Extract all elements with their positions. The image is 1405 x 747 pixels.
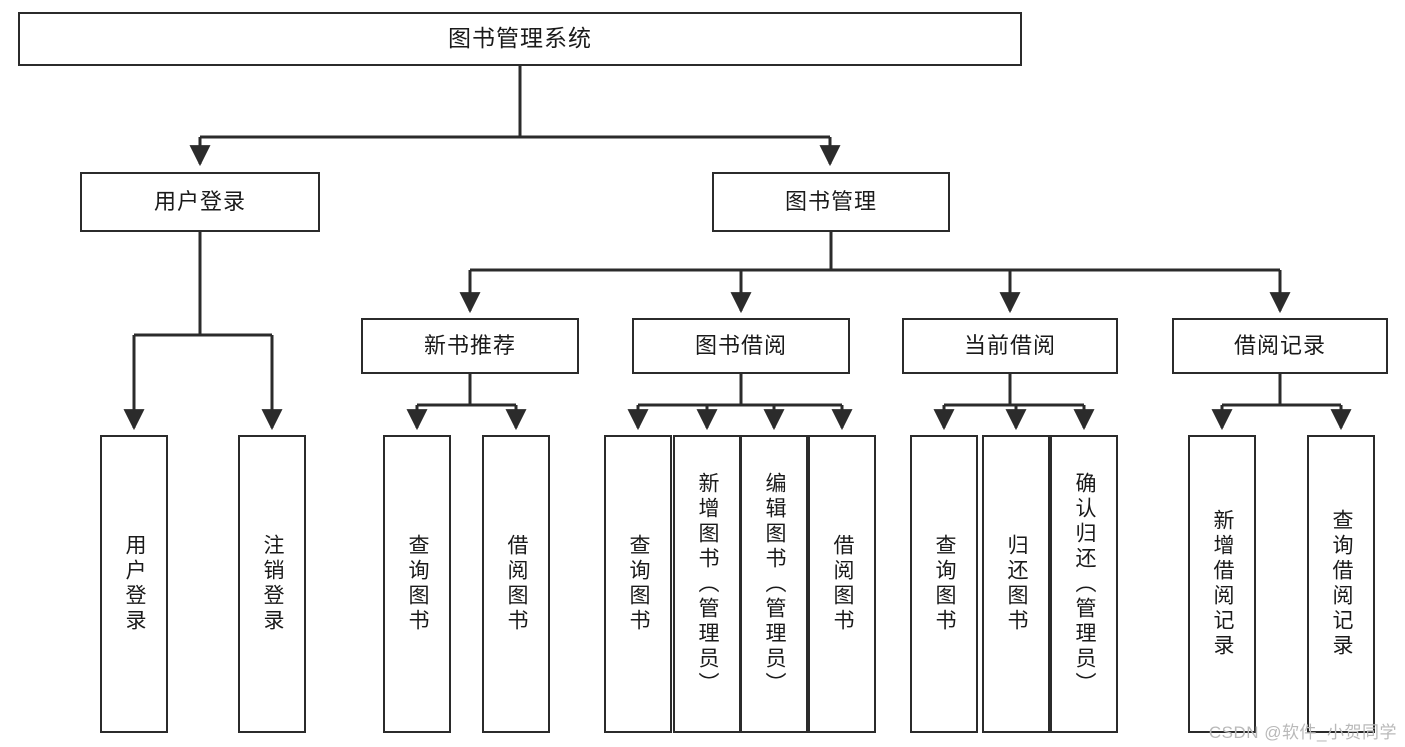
leaf-node-label: 借阅图书 <box>831 534 855 634</box>
leaf-node[interactable]: 查询图书 <box>910 435 978 733</box>
leaf-node[interactable]: 注销登录 <box>238 435 306 733</box>
node-book-borrow[interactable]: 图书借阅 <box>632 318 850 374</box>
node-current-borrow[interactable]: 当前借阅 <box>902 318 1118 374</box>
node-root[interactable]: 图书管理系统 <box>18 12 1022 66</box>
node-book-borrow-label: 图书借阅 <box>694 332 787 358</box>
leaf-node-label: 用户登录 <box>123 534 147 634</box>
leaf-node-label: 新增借阅记录 <box>1211 509 1235 659</box>
csdn-watermark: CSDN @软件_小贺同学 <box>1208 723 1397 742</box>
node-user-login-label: 用户登录 <box>153 188 246 214</box>
leaf-node[interactable]: 归还图书 <box>982 435 1050 733</box>
leaf-node-label: 查询图书 <box>933 534 957 634</box>
leaf-node-label: 新增图书（管理员） <box>696 471 720 697</box>
leaf-node[interactable]: 新增借阅记录 <box>1188 435 1256 733</box>
node-borrow-record[interactable]: 借阅记录 <box>1172 318 1388 374</box>
leaf-node[interactable]: 确认归还（管理员） <box>1050 435 1118 733</box>
node-new-book-recommend-label: 新书推荐 <box>423 332 516 358</box>
leaf-node[interactable]: 查询借阅记录 <box>1307 435 1375 733</box>
node-book-management[interactable]: 图书管理 <box>712 172 950 232</box>
leaf-node-label: 查询图书 <box>627 534 651 634</box>
leaf-node[interactable]: 编辑图书（管理员） <box>740 435 808 733</box>
leaf-node-label: 注销登录 <box>261 534 285 634</box>
leaf-node[interactable]: 借阅图书 <box>482 435 550 733</box>
leaf-node[interactable]: 新增图书（管理员） <box>673 435 741 733</box>
node-root-label: 图书管理系统 <box>448 25 592 52</box>
leaf-node[interactable]: 查询图书 <box>604 435 672 733</box>
leaf-node-label: 查询借阅记录 <box>1330 509 1354 659</box>
leaf-node[interactable]: 借阅图书 <box>808 435 876 733</box>
leaf-node-label: 查询图书 <box>406 534 430 634</box>
leaf-node-label: 借阅图书 <box>505 534 529 634</box>
leaf-node-label: 编辑图书（管理员） <box>763 471 787 697</box>
node-book-management-label: 图书管理 <box>784 188 877 214</box>
leaf-node-label: 确认归还（管理员） <box>1073 471 1097 697</box>
leaf-node-label: 归还图书 <box>1005 534 1029 634</box>
node-borrow-record-label: 借阅记录 <box>1233 332 1326 358</box>
node-new-book-recommend[interactable]: 新书推荐 <box>361 318 579 374</box>
node-user-login[interactable]: 用户登录 <box>80 172 320 232</box>
leaf-node[interactable]: 查询图书 <box>383 435 451 733</box>
node-current-borrow-label: 当前借阅 <box>963 332 1056 358</box>
leaf-node[interactable]: 用户登录 <box>100 435 168 733</box>
